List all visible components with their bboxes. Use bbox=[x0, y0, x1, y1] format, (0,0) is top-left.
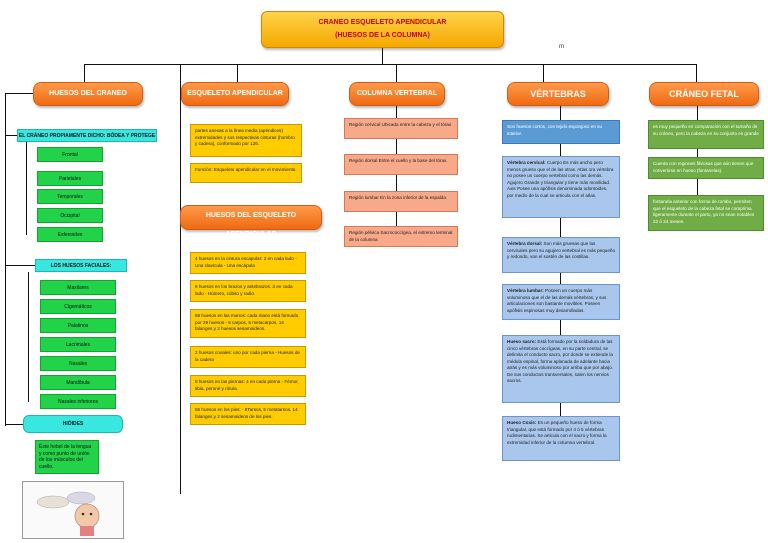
connector-line bbox=[396, 64, 397, 82]
diagram-title: CRANEO ESQUELETO APENDICULAR (HUESOS DE … bbox=[261, 11, 504, 48]
hueso-sacro-title: Hueso sacro: bbox=[507, 339, 537, 344]
bone-palatinos: Palatinos bbox=[40, 318, 116, 333]
hueso-coxis-title: Hueso Coxis: bbox=[507, 420, 537, 425]
hioides-description: Ëste hobel de la lengua y como punto de … bbox=[35, 440, 99, 474]
bone-esfenoides: Esfenoides bbox=[37, 227, 103, 242]
connector-line bbox=[237, 64, 238, 82]
columna-region-pelvica: Región pélvica Sacrococcígea, el extremo… bbox=[344, 226, 458, 247]
subheader-craneo-propio: EL CRÁNEO PROPIAMENTE DICHO: BÓDEA Y PRO… bbox=[17, 129, 157, 142]
esqueleto-desc-1: partes anexas a la línea media (apéndice… bbox=[190, 124, 302, 157]
columna-region-lumbar: Región lumbar En la zona inferior de la … bbox=[344, 191, 458, 212]
vertebra-dorsal-text: Son más gruesas que las cervicales pero … bbox=[507, 241, 616, 259]
skull-illustration-icon bbox=[36, 491, 100, 536]
columna-region-cervical: Región cervical Ubicada entre la cabeza … bbox=[344, 118, 458, 139]
bone-mandibula: Mandíbula bbox=[40, 375, 116, 390]
vertebra-dorsal: Vértebra dorsal: Son más gruesas que las… bbox=[502, 237, 620, 273]
columna-region-dorsal: Región dorsal Entre el cuello y la base … bbox=[344, 154, 458, 175]
bone-lacrimales: Lacrimales bbox=[40, 337, 116, 352]
skull-illustration bbox=[22, 481, 124, 539]
vertebras-intro: Son huesos cortos, con tejido esponjoso … bbox=[502, 120, 620, 144]
bone-cigomaticos: Cigomáticos bbox=[40, 299, 116, 314]
connector-line bbox=[84, 64, 696, 65]
title-line-2: (HUESOS DE LA COLUMNA) bbox=[335, 32, 430, 39]
bone-temporales: Temporales bbox=[37, 189, 103, 204]
subheader-hioides: HIÓIDES bbox=[23, 415, 123, 433]
connector-line bbox=[180, 64, 181, 494]
hueso-coxis-text: Es un pequeño hueso de forma triangular,… bbox=[507, 420, 607, 445]
vertebra-lumbar-text: Poseen un cuerpo más voluminoso que el d… bbox=[507, 288, 607, 313]
bone-maxilares: Maxilares bbox=[40, 280, 116, 295]
header-craneo-fetal: CRÁNEO FETAL bbox=[649, 82, 759, 106]
subheader-huesos-faciales: LOS HUESOS FACIALES: bbox=[35, 259, 127, 272]
fetal-desc-1: es muy pequeño en comparación con el tam… bbox=[648, 120, 764, 149]
vertebra-lumbar: Vértebra lumbar: Poseen un cuerpo más vo… bbox=[502, 284, 620, 320]
connector-line bbox=[5, 93, 33, 94]
esqueleto-bones-4: 2 huesos coxales: uno por cada pierna - … bbox=[190, 346, 306, 368]
header-esqueleto-apendicular: ESQUELETO APENDICULAR bbox=[181, 82, 289, 106]
connector-line bbox=[697, 106, 698, 206]
vertebra-lumbar-title: Vértebra lumbar: bbox=[507, 288, 544, 293]
vertebra-cervical-text: Cuerpo Es más ancho pero menos grueso qu… bbox=[507, 160, 614, 198]
connector-line bbox=[84, 64, 85, 82]
esqueleto-desc-2: Función: Esqueleto apendicular en el mov… bbox=[190, 163, 302, 183]
connector-line bbox=[28, 272, 29, 402]
hueso-coxis: Hueso Coxis: Es un pequeño hueso de form… bbox=[502, 416, 620, 461]
header-huesos-craneo: HUESOS DEL CRANEO bbox=[33, 82, 143, 106]
bone-parietales: Parietales bbox=[37, 171, 103, 186]
vertebra-cervical: Vértebra cervical: Cuerpo Es más ancho p… bbox=[502, 156, 620, 218]
bone-occipital: Occipital bbox=[37, 208, 103, 223]
vertebra-dorsal-title: Vértebra dorsal: bbox=[507, 241, 543, 246]
esqueleto-bones-6: 56 huesos en los pies: - 8Tarsos, 5 meta… bbox=[190, 403, 306, 425]
connector-line bbox=[543, 64, 544, 82]
esqueleto-bones-3: 58 huesos en las manos: cada mano está f… bbox=[190, 309, 306, 338]
connector-line bbox=[26, 142, 27, 235]
connector-line bbox=[5, 135, 17, 136]
connector-line bbox=[5, 424, 23, 425]
header-columna-vertebral: COLUMNA VERTEBRAL bbox=[349, 82, 445, 106]
hueso-sacro-text: Está formado por la soldadura de las cin… bbox=[507, 339, 613, 383]
bone-nasales: Nasales bbox=[40, 356, 116, 371]
stray-mark: m bbox=[559, 44, 564, 50]
title-line-1: CRANEO ESQUELETO APENDICULAR bbox=[318, 19, 447, 26]
hueso-sacro: Hueso sacro: Está formado por la soldadu… bbox=[502, 335, 620, 403]
vertebra-cervical-title: Vértebra cervical: bbox=[507, 160, 546, 165]
connector-line bbox=[382, 48, 383, 64]
esqueleto-bones-2: 6 huesos en los brazos y antebrazos: 3 e… bbox=[190, 280, 306, 302]
connector-line bbox=[5, 93, 6, 426]
esqueleto-bones-5: 8 huesos en las piernas: 4 en cada piern… bbox=[190, 375, 306, 397]
bone-frontal: Frontal bbox=[37, 147, 103, 162]
connector-line bbox=[5, 265, 35, 266]
esqueleto-bones-1: 4 huesos en la cintura escapular: 2 en c… bbox=[190, 252, 306, 274]
bone-nasales-inferiores: Nasales inferiores bbox=[40, 394, 116, 409]
connector-line bbox=[696, 64, 697, 82]
header-huesos-esqueleto-apendicular: HUESOS DEL ESQUELETO APENDICULAR bbox=[180, 205, 322, 238]
fetal-desc-3: fontanela anterior con forma de rombo, p… bbox=[648, 195, 764, 231]
header-vertebras: VÉRTEBRAS bbox=[507, 82, 609, 106]
fetal-desc-2: Cuenta con regiones fibrosas que aún tie… bbox=[648, 157, 764, 179]
